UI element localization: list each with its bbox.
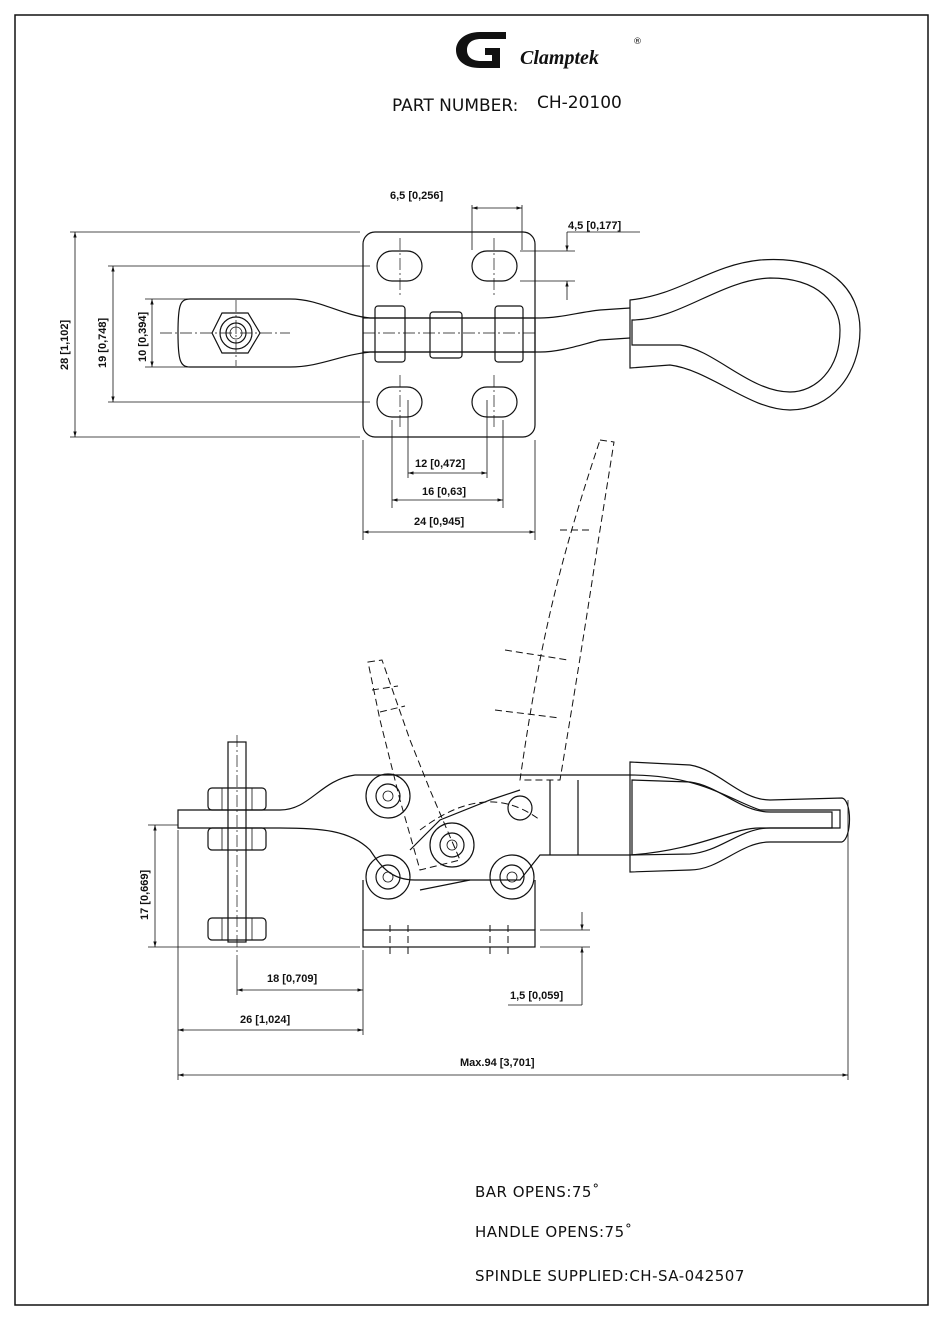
dim-thick-15: 1,5 [0,059] — [510, 990, 564, 1002]
dim-base-24: 24 [0,945] — [414, 516, 464, 528]
registered-mark: ® — [633, 37, 642, 47]
note-handle-opens: HANDLE OPENS:75˚ — [475, 1223, 633, 1241]
dim-hole-16: 16 [0,63] — [422, 486, 466, 498]
note-spindle: SPINDLE SUPPLIED:CH-SA-042507 — [475, 1267, 745, 1285]
note-bar-opens: BAR OPENS:75˚ — [475, 1183, 600, 1201]
dim-max-length: Max.94 [3,701] — [460, 1057, 535, 1069]
dim-height-17: 17 [0,669] — [139, 870, 151, 920]
part-number-value: CH-20100 — [537, 93, 622, 113]
clamp-arm-side — [177, 774, 841, 881]
dim-len-26: 26 [1,024] — [240, 1014, 290, 1026]
arm-body-center — [362, 317, 536, 353]
brand-name: Clamptek — [520, 47, 599, 69]
base-plate-side — [362, 929, 536, 948]
dim-len-18: 18 [0,709] — [267, 973, 317, 985]
top-view: 6,5 [0,256] 4,5 [0,177] 28 [1,102] 19 [0… — [59, 190, 861, 540]
dim-height-arm: 10 [0,394] — [137, 312, 149, 362]
hex-nut-top — [211, 300, 261, 366]
dim-slot-spacing: 6,5 [0,256] — [390, 190, 444, 202]
dim-slot-width: 4,5 [0,177] — [568, 220, 622, 232]
handle-grip-side — [629, 761, 851, 873]
handle-grip-top — [629, 258, 861, 411]
mounting-slots — [376, 238, 518, 430]
top-dimensions: 6,5 [0,256] 4,5 [0,177] 28 [1,102] 19 [0… — [59, 190, 640, 540]
sheet-border — [14, 14, 929, 1306]
logo-mark-icon — [456, 32, 506, 68]
dim-hole-12: 12 [0,472] — [415, 458, 465, 470]
dim-height-overall: 28 [1,102] — [59, 320, 71, 370]
spec-notes: BAR OPENS:75˚ HANDLE OPENS:75˚ SPINDLE S… — [475, 1183, 745, 1285]
handle-open-phantom — [519, 439, 615, 781]
bar-open-phantom — [367, 659, 461, 871]
side-view: 17 [0,669] 18 [0,709] 26 [1,024] 1,5 [0,… — [139, 439, 851, 1080]
brand-logo: Clamptek ® — [456, 32, 642, 69]
pivot-pins-top — [363, 305, 535, 363]
side-dimensions: 17 [0,669] 18 [0,709] 26 [1,024] 1,5 [0,… — [139, 800, 849, 1080]
part-number-label: PART NUMBER: — [392, 96, 518, 116]
pivot-circles-side — [365, 773, 535, 900]
dim-height-slots: 19 [0,748] — [97, 318, 109, 368]
spindle-side — [207, 735, 267, 960]
base-plate — [362, 231, 536, 438]
